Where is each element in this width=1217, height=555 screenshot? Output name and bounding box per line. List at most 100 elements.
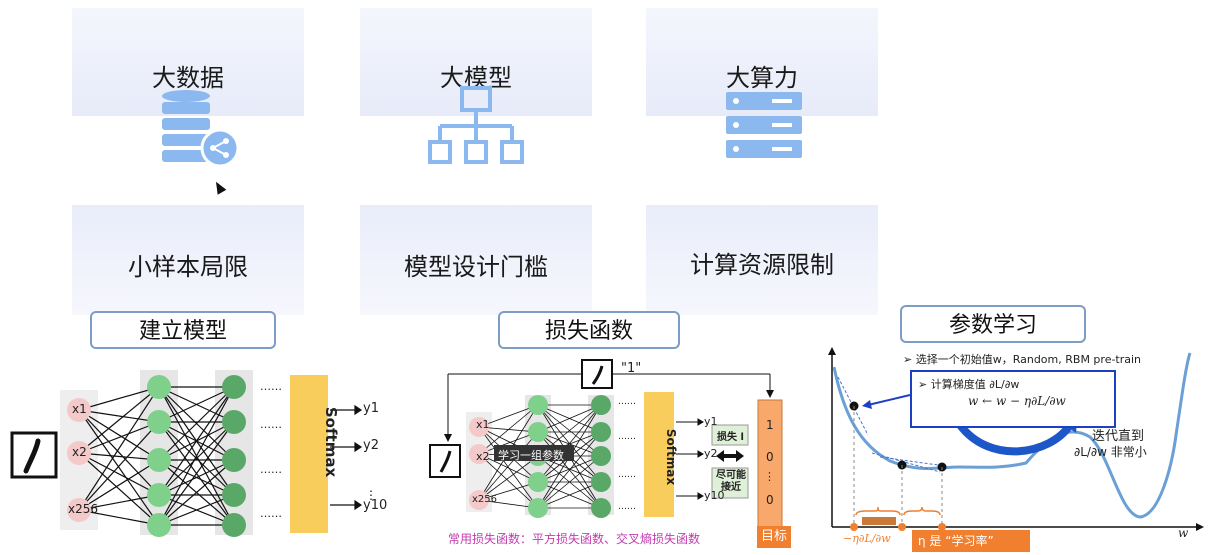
network-edge xyxy=(478,426,539,509)
network-edge xyxy=(478,431,539,501)
network-node xyxy=(147,448,171,472)
network-edge xyxy=(78,509,160,526)
softmax-label: Softmax xyxy=(664,428,679,486)
card-small-sample-limit: 小样本局限 xyxy=(72,205,304,315)
gradient-box: ➢ 计算梯度值 ∂L/∂w w ← w − η∂L/∂w xyxy=(910,370,1116,428)
target-value-1: 1 xyxy=(766,418,774,432)
input-x256: x256 xyxy=(472,494,498,505)
input-x256-label: x256 xyxy=(68,502,99,516)
network-edge xyxy=(478,453,539,483)
output-y2: y2 xyxy=(704,447,718,460)
network-node xyxy=(67,441,91,465)
network-node xyxy=(147,483,171,507)
card-compute-limit: 计算资源限制 xyxy=(646,205,878,315)
card-big-data: 大数据 xyxy=(72,8,304,168)
target-value-2: 0 xyxy=(766,450,774,464)
learn-params-label: 学习一组参数 xyxy=(498,449,564,462)
network-node xyxy=(528,472,548,492)
network-edge xyxy=(537,431,602,509)
network-edge xyxy=(78,421,160,511)
network-edge xyxy=(478,404,539,428)
network-edge xyxy=(158,386,235,461)
close-label: 尽可能接近 xyxy=(716,470,746,493)
network-node xyxy=(528,498,548,518)
network-edge xyxy=(537,404,602,433)
network-edge xyxy=(78,452,160,526)
network-node xyxy=(591,395,611,415)
card-title: 模型设计门槛 xyxy=(404,253,548,281)
database-icon xyxy=(162,90,240,168)
network-edge xyxy=(158,494,235,526)
network-node xyxy=(222,448,246,472)
input-x2: x2 xyxy=(72,445,87,459)
server-icon xyxy=(726,92,802,158)
network-node xyxy=(528,395,548,415)
network-node xyxy=(469,444,489,464)
ellipsis: …… xyxy=(260,463,282,476)
network-edge xyxy=(78,409,160,461)
network-edge xyxy=(78,409,160,496)
section-build-model: 建立模型 xyxy=(90,311,276,349)
ellipsis: …… xyxy=(260,507,282,520)
network-edge xyxy=(78,386,160,454)
network-edge xyxy=(537,404,602,483)
hierarchy-icon xyxy=(428,86,524,164)
card-title: 大数据 xyxy=(152,64,224,92)
ellipsis: …… xyxy=(618,397,636,407)
step-label: −η∂L/∂w xyxy=(843,532,891,545)
network-edge xyxy=(478,404,539,455)
network-node xyxy=(147,375,171,399)
card-model-design-limit: 模型设计门槛 xyxy=(360,205,592,315)
loss-l-label: 损失 l xyxy=(717,432,744,443)
network-node xyxy=(528,422,548,442)
network-node xyxy=(591,472,611,492)
network-node xyxy=(591,422,611,442)
network-edge xyxy=(537,455,602,483)
network-edge xyxy=(158,421,235,526)
network-edge xyxy=(78,452,160,461)
loss-function-diagram xyxy=(429,359,783,531)
network-node xyxy=(147,513,171,537)
network-edge xyxy=(78,386,160,511)
input-x1-label: x1 xyxy=(72,402,87,416)
ellipsis: …… xyxy=(260,418,282,431)
ellipsis: …… xyxy=(618,502,636,512)
section-param-learning: 参数学习 xyxy=(900,305,1086,343)
axis-w-label: w xyxy=(1178,526,1189,540)
card-title: 小样本局限 xyxy=(128,253,248,281)
network-edge xyxy=(478,481,539,501)
network-node xyxy=(591,498,611,518)
iterate-text: 迭代直到 xyxy=(1092,429,1145,444)
network-node xyxy=(222,375,246,399)
card-title: 计算资源限制 xyxy=(690,251,834,279)
network-node xyxy=(222,513,246,537)
step1-label: 选择一个初始值w，Random, RBM pre-train xyxy=(915,353,1142,366)
input-x2-label: x2 xyxy=(72,445,87,459)
network-node xyxy=(67,398,91,422)
network-edge xyxy=(158,421,235,496)
input-x1: x1 xyxy=(72,402,87,416)
network-node xyxy=(222,410,246,434)
network-edge xyxy=(78,421,160,454)
output-y1: y1 xyxy=(363,401,379,416)
network-edge xyxy=(78,452,160,496)
target-label: "1" xyxy=(621,361,642,376)
network-edge xyxy=(78,386,160,411)
network-edge xyxy=(158,386,235,496)
network-edge xyxy=(537,481,602,509)
step2-label: 计算梯度值 ∂L/∂w xyxy=(930,378,1020,391)
network-edge xyxy=(478,453,539,509)
network-edge xyxy=(158,459,235,496)
step1-text: ➢ 选择一个初始值w，Random, RBM pre-train xyxy=(903,353,1142,366)
network-edge xyxy=(158,386,235,423)
output-y10: y10 xyxy=(363,498,388,513)
card-big-model: 大模型 xyxy=(360,8,592,164)
network-edge xyxy=(78,494,160,511)
target-value-3: 0 xyxy=(766,493,774,507)
iterate-text-2: ∂L/∂w 非常小 xyxy=(1074,445,1147,459)
network-edge xyxy=(478,455,539,501)
network-edge xyxy=(158,386,235,526)
network-edge xyxy=(78,409,160,423)
network-node xyxy=(67,498,91,522)
output-y1: y1 xyxy=(704,415,718,428)
